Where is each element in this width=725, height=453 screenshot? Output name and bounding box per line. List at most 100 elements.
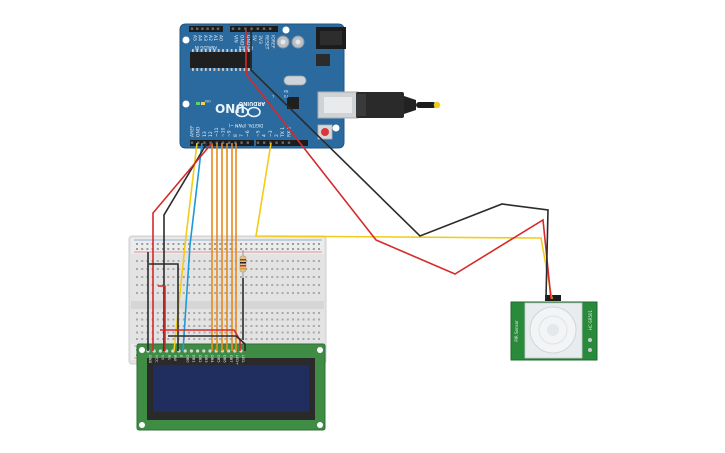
arduino-pin-hole[interactable]	[269, 27, 272, 30]
arduino-pin-hole[interactable]	[238, 27, 241, 30]
lcd-pin[interactable]	[189, 349, 193, 353]
breadboard-hole	[162, 248, 164, 250]
arduino-pin-hole[interactable]	[269, 141, 272, 144]
breadboard-hole	[198, 284, 201, 286]
lcd-pin[interactable]	[208, 349, 212, 353]
arduino-uno-board[interactable]: UNO ARDUINO DIGITAL (PWM ~) POWER ANALOG…	[179, 23, 359, 149]
breadboard-hole	[250, 338, 253, 340]
breadboard-hole	[286, 268, 289, 270]
wire-black-jumper[interactable]	[149, 263, 179, 351]
breadboard-hole	[266, 312, 268, 314]
breadboard-hole	[292, 248, 294, 250]
chip-leg	[226, 68, 229, 71]
arduino-pin-hole[interactable]	[250, 27, 253, 30]
arduino-pin-hole[interactable]	[197, 141, 200, 144]
arduino-pin-hole[interactable]	[246, 141, 249, 144]
arduino-pin-hole[interactable]	[196, 27, 199, 30]
arduino-pin-hole[interactable]	[221, 141, 225, 144]
breadboard-hole	[250, 284, 253, 286]
arduino-pin-hole[interactable]	[209, 141, 212, 144]
breadboard-hole	[224, 284, 227, 286]
pir-pin-header	[545, 295, 561, 301]
arduino-pin-hole[interactable]	[240, 141, 243, 144]
breadboard-hole	[281, 248, 284, 250]
breadboard-hole	[302, 260, 305, 262]
arduino-digital-text: DIGITAL (PWM ~)	[228, 123, 263, 128]
lcd-pin[interactable]	[158, 349, 162, 353]
breadboard-hole	[307, 260, 310, 262]
chip-leg	[243, 68, 246, 71]
arduino-pin-hole[interactable]	[275, 141, 278, 144]
breadboard-hole	[255, 318, 258, 321]
breadboard-hole	[136, 292, 138, 294]
breadboard-hole	[297, 312, 300, 314]
breadboard-hole	[286, 260, 289, 262]
breadboard-hole	[271, 312, 274, 314]
breadboard-hole	[224, 338, 227, 340]
reset-button[interactable]	[321, 128, 329, 136]
arduino-pin-hole[interactable]	[190, 27, 194, 30]
arduino-pin-hole[interactable]	[244, 27, 247, 30]
breadboard-hole	[255, 243, 258, 245]
wire-red-led[interactable]	[160, 329, 241, 351]
lcd-pin[interactable]	[183, 349, 187, 353]
breadboard-hole	[302, 338, 305, 340]
arduino-pin-hole[interactable]	[234, 141, 237, 144]
arduino-pin-hole[interactable]	[228, 141, 231, 144]
breadboard-hole	[203, 331, 206, 334]
breadboard-hole	[219, 260, 222, 262]
breadboard-hole	[162, 312, 164, 314]
arduino-pin-hole[interactable]	[263, 141, 266, 144]
arduino-pin-hole[interactable]	[287, 141, 291, 144]
wire-blue[interactable]	[182, 142, 203, 352]
atmega-chip-legs	[192, 49, 250, 71]
breadboard-hole	[224, 318, 227, 321]
breadboard-hole	[156, 292, 159, 294]
usb-cable[interactable]	[356, 92, 441, 118]
chip-leg	[192, 68, 194, 71]
breadboard-hole	[156, 248, 159, 250]
breadboard-hole	[198, 338, 201, 340]
arduino-pin-hole[interactable]	[203, 141, 206, 144]
breadboard-hole	[156, 268, 159, 270]
lcd-pin[interactable]	[196, 349, 200, 353]
arduino-pin-hole[interactable]	[256, 27, 259, 30]
breadboard-hole	[281, 276, 284, 278]
breadboard-hole	[286, 276, 289, 278]
breadboard-hole	[240, 325, 242, 327]
breadboard-hole	[188, 243, 190, 245]
lcd-pin-label: LED-	[241, 355, 245, 364]
lcd-pin[interactable]	[202, 349, 206, 353]
arduino-bottom-pin-label: ~6	[245, 130, 251, 137]
breadboard-hole	[182, 243, 185, 245]
arduino-pin-hole[interactable]	[256, 141, 260, 144]
arduino-pin-hole[interactable]	[206, 27, 209, 30]
lcd-mount-hole	[317, 422, 323, 428]
breadboard-hole	[302, 325, 305, 327]
arduino-pin-hole[interactable]	[262, 27, 266, 30]
arduino-pin-hole[interactable]	[231, 27, 235, 30]
wire-black-pir-gnd[interactable]	[250, 30, 549, 300]
wire-red-vcc[interactable]	[152, 142, 213, 351]
breadboard-hole	[286, 331, 289, 334]
arduino-pin-hole[interactable]	[190, 141, 194, 144]
breadboard-hole	[141, 318, 144, 321]
resistor[interactable]	[239, 250, 247, 278]
breadboard-hole	[136, 260, 138, 262]
arduino-pin-hole[interactable]	[211, 27, 214, 30]
arduino-top-pin-label: A0	[217, 35, 223, 41]
arduino-pin-hole[interactable]	[281, 141, 284, 144]
pir-sensor[interactable]: PIR Sensor HC-SR501	[510, 295, 598, 361]
wire-black-led[interactable]	[168, 335, 246, 351]
breadboard-hole	[276, 260, 279, 262]
breadboard-hole	[156, 325, 159, 327]
breadboard-hole	[240, 331, 242, 334]
arduino-pin-hole[interactable]	[216, 27, 220, 30]
breadboard-hole	[224, 312, 227, 314]
arduino-mount-hole	[332, 124, 340, 132]
arduino-pin-hole[interactable]	[201, 27, 204, 30]
wire-red-pir-vcc[interactable]	[245, 30, 552, 300]
arduino-pin-hole[interactable]	[215, 141, 218, 144]
